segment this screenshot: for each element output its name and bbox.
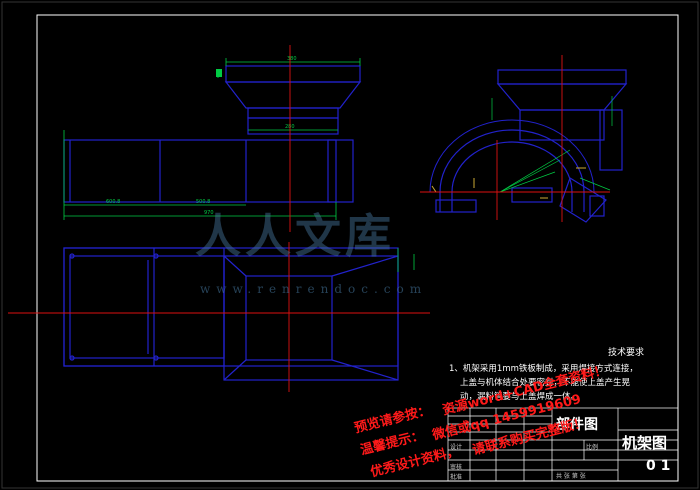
arc-outer bbox=[439, 129, 585, 193]
side-dimensions bbox=[491, 96, 613, 193]
title-block bbox=[447, 407, 679, 482]
watermark-brand: 人人文库 bbox=[195, 209, 395, 263]
front-view bbox=[63, 65, 362, 203]
dim-left-seg-2: 500.8 bbox=[196, 199, 210, 205]
hopper-neck bbox=[247, 107, 339, 119]
drawing-frame bbox=[36, 14, 679, 482]
tech-note-line-2: 上盖与机体结合处要密封，不能使上盖产生晃 bbox=[460, 378, 631, 388]
dim-overall: 970 bbox=[204, 210, 214, 216]
title-block-sheet: 共 张 第 张 bbox=[556, 473, 586, 480]
title-block-scale: 比例 bbox=[586, 444, 599, 451]
title-block-checker: 审核 bbox=[450, 464, 463, 471]
title-block-part-label: 部件图 bbox=[556, 417, 598, 433]
title-block-approver: 批准 bbox=[450, 474, 463, 481]
top-view bbox=[63, 247, 399, 381]
tech-note-line-1: 1、机架采用1mm铁板制成，采用焊接方式连接， bbox=[449, 364, 638, 374]
watermark-url: www.renrendoc.com bbox=[200, 282, 428, 296]
side-view bbox=[435, 69, 628, 223]
center-lines bbox=[289, 45, 610, 232]
title-block-title: 机架图 bbox=[622, 434, 668, 452]
main-body bbox=[63, 139, 337, 203]
tech-note-title: 技术要求 bbox=[608, 348, 645, 358]
hopper-funnel bbox=[224, 81, 362, 109]
chute bbox=[559, 177, 607, 223]
dim-top-hopper: 380 bbox=[287, 56, 297, 62]
title-block-number: 0 1 bbox=[646, 458, 671, 474]
tech-note-line-3: 动，漏料管要与上盖焊成一体。 bbox=[460, 392, 580, 402]
top-hopper-outer bbox=[223, 255, 399, 381]
right-flange bbox=[327, 139, 354, 203]
arc-inner bbox=[451, 141, 573, 193]
dim-left-seg-1: 600.8 bbox=[106, 199, 120, 205]
title-block-designer: 设计 bbox=[450, 444, 463, 451]
neck-body bbox=[247, 117, 339, 135]
hopper-rim bbox=[225, 65, 361, 83]
